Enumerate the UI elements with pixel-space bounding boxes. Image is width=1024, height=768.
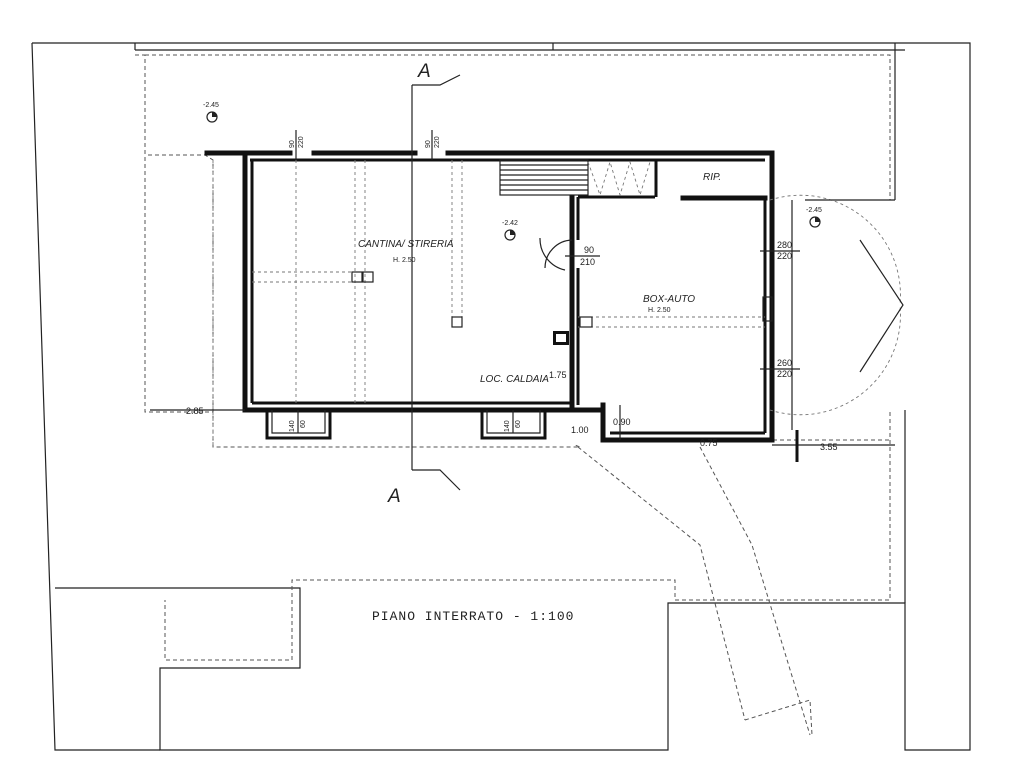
door-swing-arc [539, 237, 566, 271]
stairs [499, 159, 651, 197]
dim-w1-bottom: 220 [298, 136, 305, 148]
gate-post [762, 296, 773, 322]
dim-gate1-bottom: 220 [777, 251, 792, 261]
excavation-outline [135, 54, 891, 661]
drawing-title: PIANO INTERRATO - 1:100 [372, 609, 574, 624]
dim-w2-bottom: 220 [434, 136, 441, 148]
level-marker-2: -2.42 [502, 220, 518, 241]
projection-outline [148, 154, 890, 448]
section-mark-top: A [417, 61, 431, 82]
dim-sill2-b: 60 [515, 420, 522, 428]
room-cantina-height: H. 2.50 [393, 257, 416, 264]
light-well-2 [480, 410, 547, 440]
lot-left-edge [31, 42, 160, 751]
light-well-1 [265, 410, 332, 440]
room-box-label: BOX-AUTO [643, 294, 695, 305]
section-line [411, 74, 461, 491]
ramp-right [699, 446, 811, 736]
pillar-1 [351, 271, 363, 283]
dim-door-bottom: 210 [580, 257, 595, 267]
pillar-2 [362, 271, 374, 283]
level-marker-3: -2.45 [806, 207, 822, 228]
door-swing [544, 239, 573, 269]
svg-text:-2.42: -2.42 [502, 220, 518, 227]
dim-step-c: 0.75 [700, 438, 718, 448]
pillar-3 [451, 316, 463, 328]
room-caldaia-label: LOC. CALDAIA [480, 374, 549, 385]
pillar-4 [579, 316, 593, 328]
dim-gate1-top: 280 [777, 240, 792, 250]
dim-sill1-a: 140 [289, 420, 296, 432]
dim-step-a: 1.00 [571, 425, 589, 435]
dim-sill1-b: 60 [300, 420, 307, 428]
dim-w1-top: 90 [289, 140, 296, 148]
dim-gate2-bottom: 220 [777, 369, 792, 379]
dim-sill2-a: 140 [504, 420, 511, 432]
garage-door [769, 194, 904, 430]
section-mark-bottom: A [387, 486, 401, 507]
ramp-bottom [744, 699, 813, 736]
dim-door-top: 90 [584, 245, 594, 255]
svg-text:-2.45: -2.45 [806, 207, 822, 214]
lot-boundary [32, 42, 971, 751]
boiler-inner [556, 334, 566, 342]
level-marker-1: -2.45 [203, 102, 219, 123]
room-cantina-label: CANTINA/ STIRERIA [358, 239, 454, 250]
ramp-left [577, 446, 746, 721]
dim-w2-top: 90 [425, 140, 432, 148]
dim-gate2-top: 260 [777, 358, 792, 368]
room-rip-label: RIP. [703, 172, 721, 183]
dim-right-offset: 3.55 [820, 442, 838, 452]
dim-left-offset: 2.85 [186, 406, 204, 416]
svg-text:-2.45: -2.45 [203, 102, 219, 109]
dim-step-b: 0.90 [613, 417, 631, 427]
dim-caldaia: 1.75 [549, 370, 567, 380]
room-box-height: H. 2.50 [648, 307, 671, 314]
